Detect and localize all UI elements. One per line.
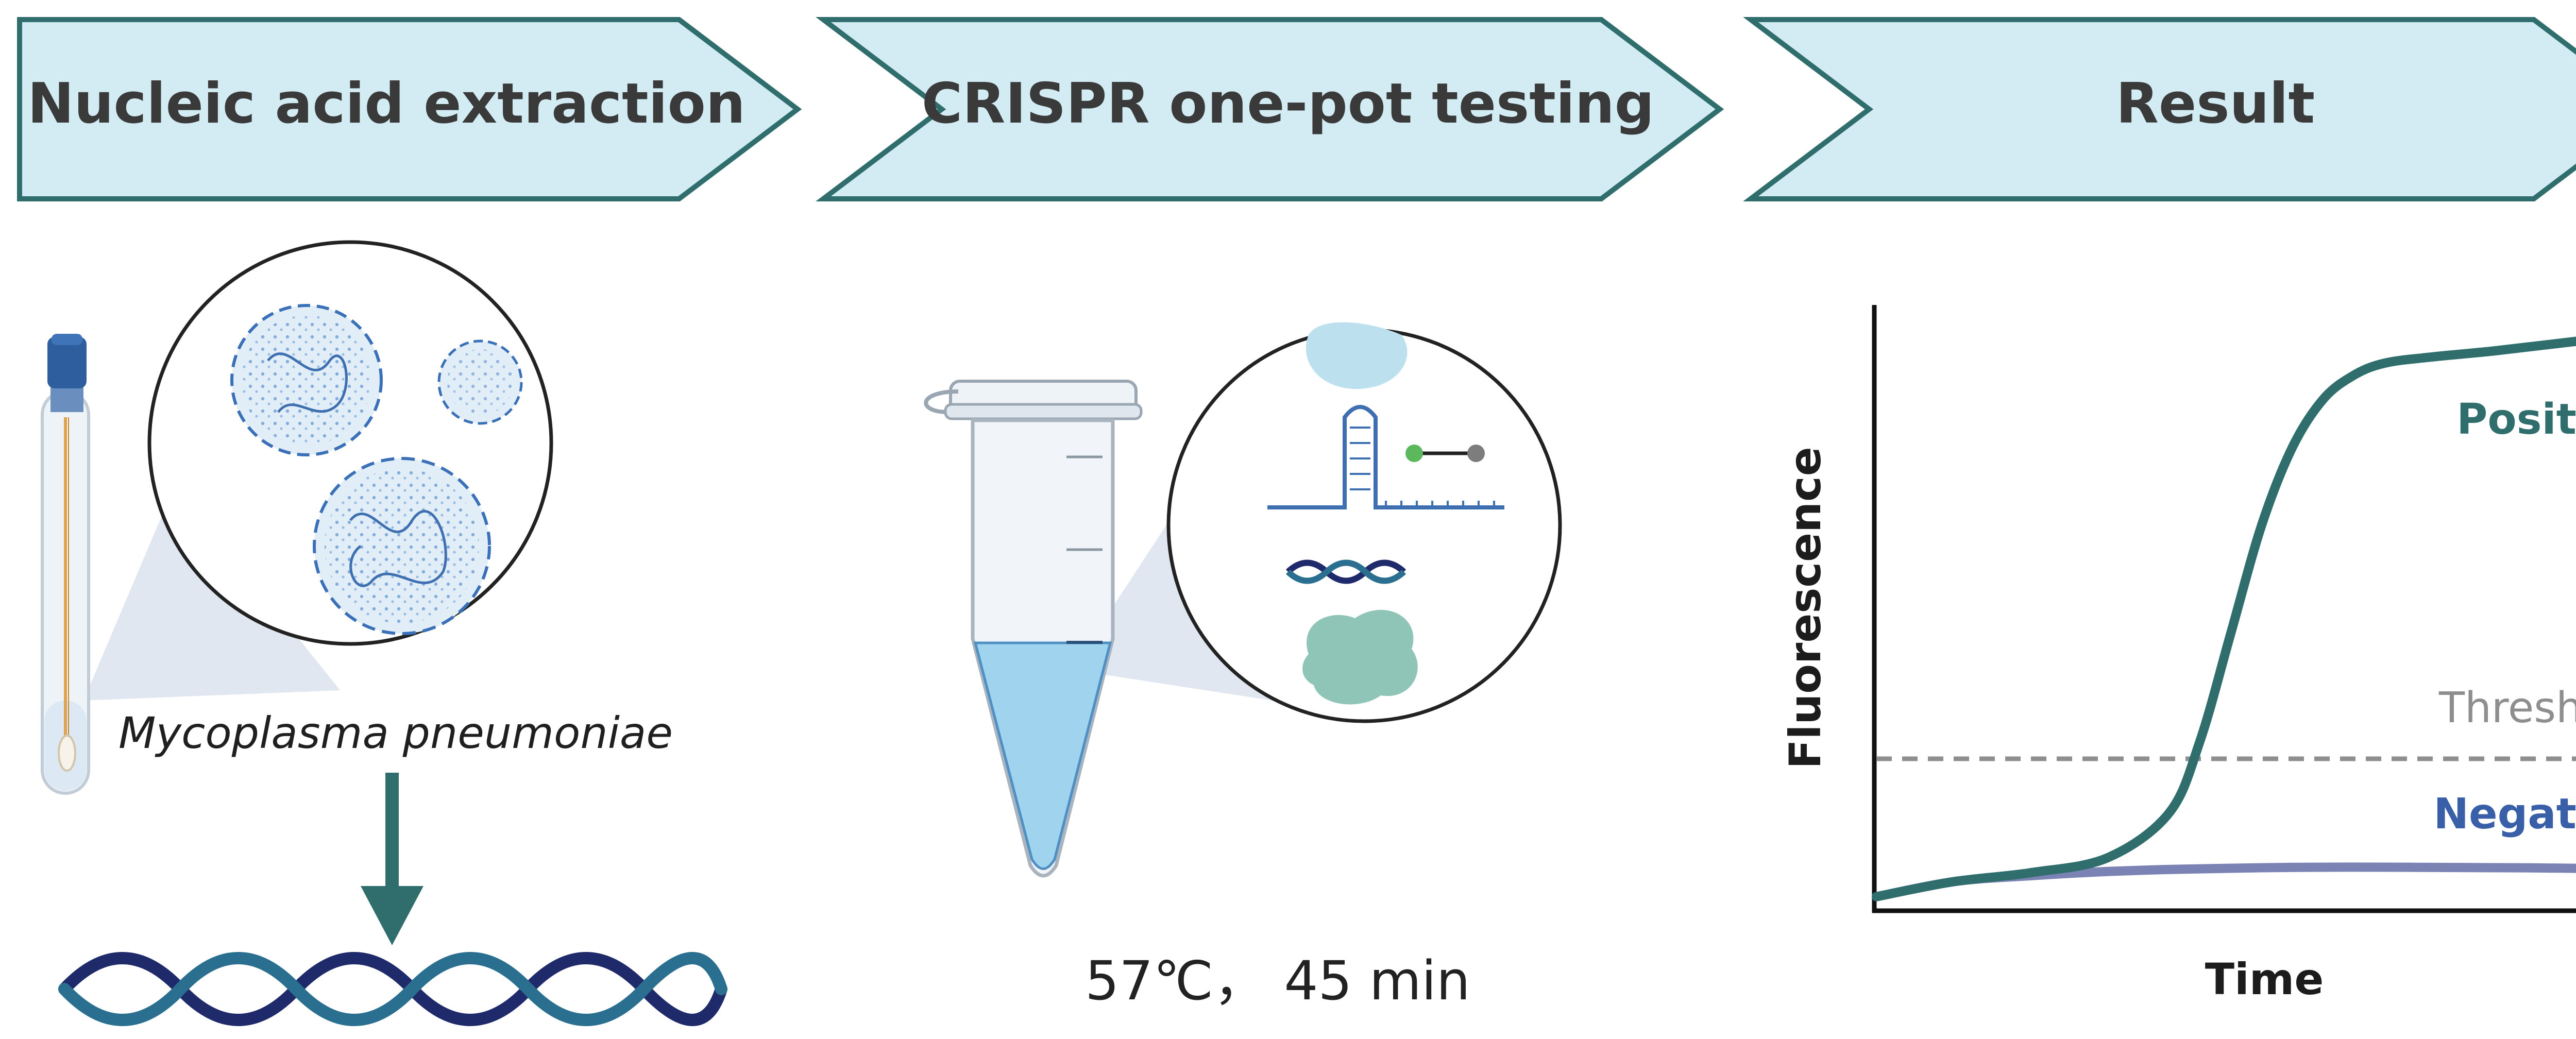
- reaction-conditions: 57℃， 45 min: [1085, 949, 1470, 1012]
- reporter-probe-icon: [1405, 445, 1485, 462]
- magnify-cone-sample: [83, 484, 340, 701]
- y-axis-label: Fluorescence: [1780, 447, 1831, 769]
- step-banner-result: Result: [1743, 17, 2576, 201]
- step-label-extraction: Nucleic acid extraction: [27, 72, 745, 136]
- magnified-reaction-view: [1166, 322, 1562, 723]
- positive-label: Positive: [2456, 395, 2576, 444]
- bacterium-cell-small: [437, 339, 523, 425]
- step-banner-extraction: Nucleic acid extraction: [17, 17, 802, 201]
- target-dna-icon: [1285, 559, 1406, 584]
- down-arrow-icon: [361, 773, 423, 945]
- reaction-tube-icon: [924, 380, 1143, 878]
- x-axis-label: Time: [2205, 954, 2324, 1004]
- polymerase-protein-icon: [1302, 609, 1418, 705]
- bacterium-cell-medium: [230, 304, 383, 456]
- bacterium-cell-large: [313, 457, 491, 635]
- organism-label: Mycoplasma pneumoniae: [118, 708, 673, 758]
- threshold-label: Threshold: [2438, 684, 2576, 733]
- sample-tube-icon: [41, 334, 90, 795]
- cas-protein-icon: [1306, 322, 1408, 389]
- fluorescence-chart: Positive Threshold Negative Fluorescence…: [1780, 305, 2576, 1004]
- crrna-hairpin-icon: [1267, 405, 1504, 509]
- step-label-result: Result: [2116, 72, 2315, 136]
- negative-label: Negative: [2433, 790, 2576, 839]
- positive-curve: [1872, 336, 2576, 901]
- step-banner-crispr: CRISPR one-pot testing: [816, 17, 1724, 201]
- magnified-cells-view: [147, 240, 553, 646]
- dna-helix-icon: [58, 952, 727, 1026]
- step-label-crispr: CRISPR one-pot testing: [922, 72, 1654, 136]
